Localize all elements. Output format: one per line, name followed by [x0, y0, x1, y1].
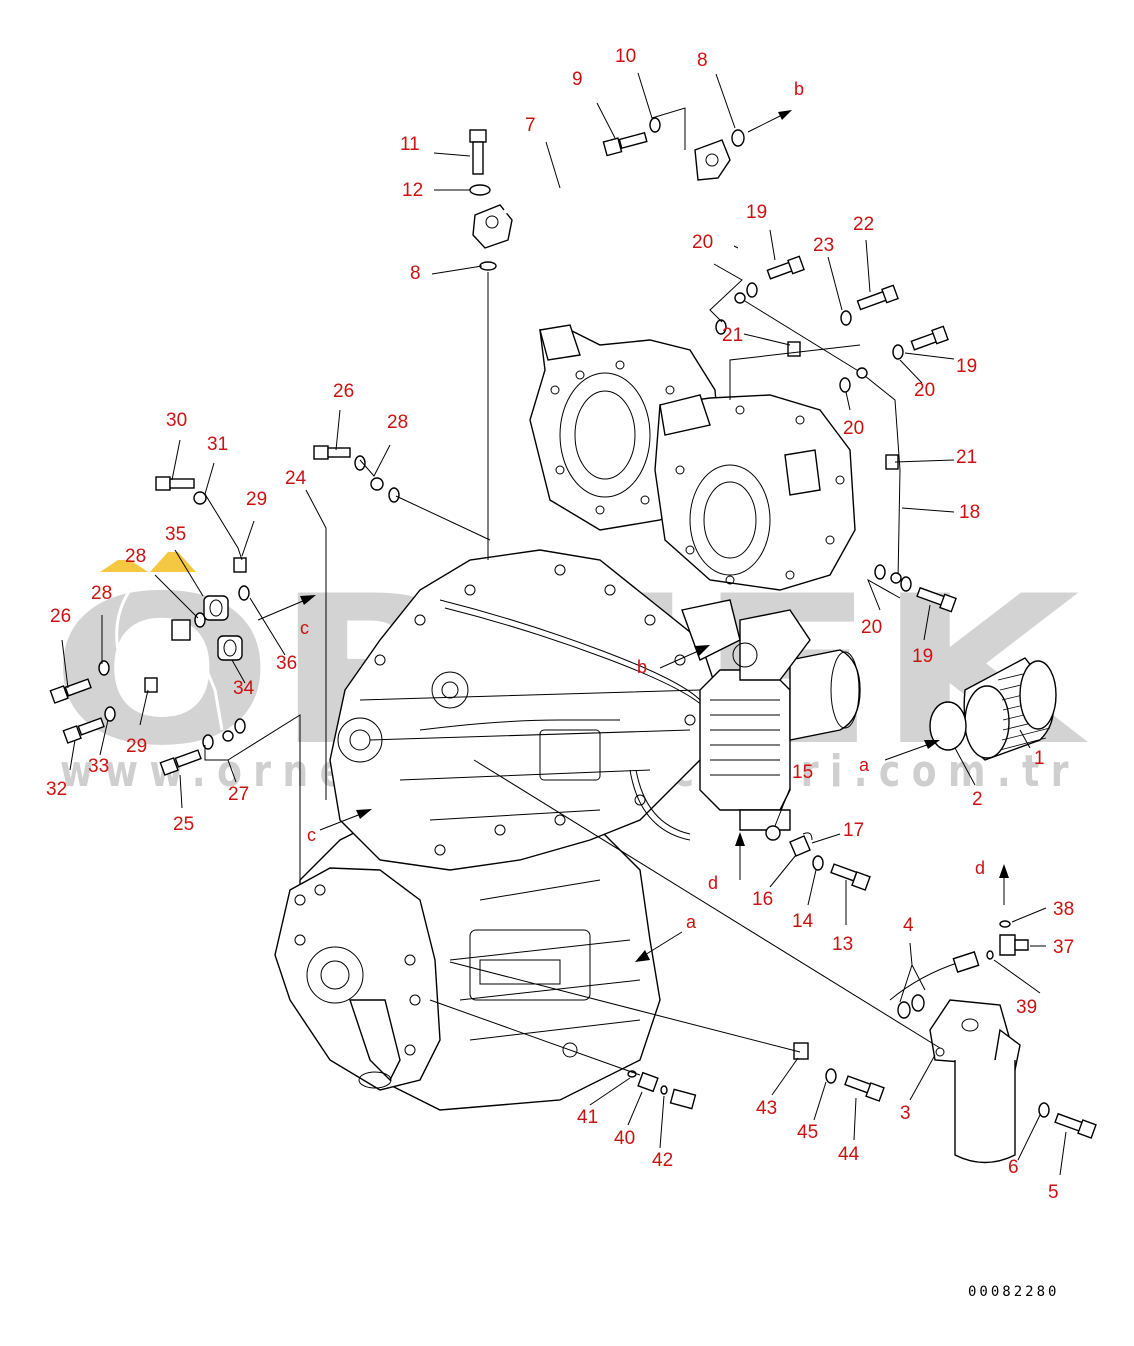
arrow-b-head	[778, 110, 792, 120]
callout-2: 2	[972, 789, 983, 810]
left-pipe-group	[49, 445, 400, 776]
watermark-accent-shape	[100, 560, 148, 572]
callout-28: 28	[387, 412, 408, 433]
callout-34: 34	[233, 678, 255, 699]
transmission-assembly	[274, 549, 861, 1111]
callout-13: 13	[832, 934, 853, 955]
callout-33: 33	[88, 756, 109, 777]
callout-44: 44	[838, 1144, 860, 1165]
callout-27: 27	[228, 784, 249, 805]
filter-element-group	[929, 657, 1057, 761]
callout-37: 37	[1053, 937, 1074, 958]
arrow-label-a: a	[686, 912, 697, 932]
callout-4: 4	[903, 915, 914, 936]
callout-43: 43	[756, 1098, 777, 1119]
arrow-label-a: a	[859, 755, 870, 775]
filter-housing-group	[889, 920, 1097, 1164]
arrow-d-head	[999, 864, 1009, 878]
callout-36: 36	[276, 653, 297, 674]
callout-28: 28	[125, 546, 146, 567]
callout-12: 12	[402, 180, 423, 201]
callout-14: 14	[792, 911, 814, 932]
arrow-a-head	[924, 740, 940, 749]
arrow-c-head	[300, 595, 316, 605]
arrow-labels: b b c c a a d d	[300, 79, 985, 932]
callout-21: 21	[722, 325, 743, 346]
callout-18: 18	[959, 502, 980, 523]
arrow-label-b: b	[794, 79, 804, 99]
arrow-d-head	[735, 832, 745, 846]
callout-26: 26	[50, 606, 71, 627]
callout-32: 32	[46, 779, 67, 800]
callout-22: 22	[853, 214, 874, 235]
callout-8: 8	[697, 50, 708, 71]
callout-19: 19	[746, 202, 767, 223]
callout-42: 42	[652, 1150, 673, 1171]
callout-31: 31	[207, 434, 228, 455]
arrow-b-head	[694, 645, 710, 656]
callout-29: 29	[126, 736, 147, 757]
arrow-label-b: b	[637, 657, 647, 677]
arrow-label-d: d	[975, 858, 985, 878]
callout-7: 7	[525, 115, 536, 136]
lower-hose-group	[627, 825, 901, 1110]
callout-20: 20	[861, 617, 882, 638]
callout-38: 38	[1053, 899, 1074, 920]
arrow-label-c: c	[300, 618, 309, 638]
callout-17: 17	[843, 820, 864, 841]
callout-8: 8	[410, 263, 421, 284]
watermark-accent-shape	[150, 552, 196, 572]
callout-6: 6	[1008, 1157, 1019, 1178]
callout-26: 26	[333, 381, 354, 402]
callouts: 11 12 7 9 10 8 8 19 20 23 22 21 19 20 20…	[46, 46, 1074, 1203]
callout-35: 35	[165, 524, 186, 545]
callout-25: 25	[173, 814, 194, 835]
callout-3: 3	[900, 1103, 911, 1124]
callout-29: 29	[246, 489, 267, 510]
callout-10: 10	[615, 46, 636, 67]
arrow-label-d: d	[708, 873, 718, 893]
callout-28: 28	[91, 583, 112, 604]
callout-16: 16	[752, 889, 773, 910]
callout-45: 45	[797, 1122, 818, 1143]
callout-23: 23	[813, 235, 834, 256]
callout-20: 20	[914, 380, 935, 401]
callout-19: 19	[912, 646, 933, 667]
callout-21: 21	[956, 447, 977, 468]
callout-20: 20	[843, 418, 864, 439]
arrow-c-head	[356, 809, 372, 819]
drawing-code: 00082280	[968, 1284, 1059, 1300]
leader-lines	[61, 72, 1067, 1176]
callout-39: 39	[1016, 997, 1037, 1018]
callout-15: 15	[792, 762, 813, 783]
callout-11: 11	[400, 134, 420, 155]
callout-5: 5	[1048, 1182, 1059, 1203]
direction-arrows	[257, 110, 1009, 962]
callout-1: 1	[1034, 748, 1045, 769]
callout-24: 24	[285, 468, 307, 489]
top-pipe-group	[469, 117, 745, 271]
callout-19: 19	[956, 356, 977, 377]
converter-housings	[529, 324, 856, 591]
callout-9: 9	[572, 69, 583, 90]
arrow-a-head	[635, 950, 650, 962]
callout-20: 20	[692, 232, 713, 253]
arrow-label-c: c	[307, 825, 316, 845]
callout-40: 40	[614, 1128, 635, 1149]
callout-30: 30	[166, 410, 187, 431]
callout-41: 41	[577, 1107, 598, 1128]
